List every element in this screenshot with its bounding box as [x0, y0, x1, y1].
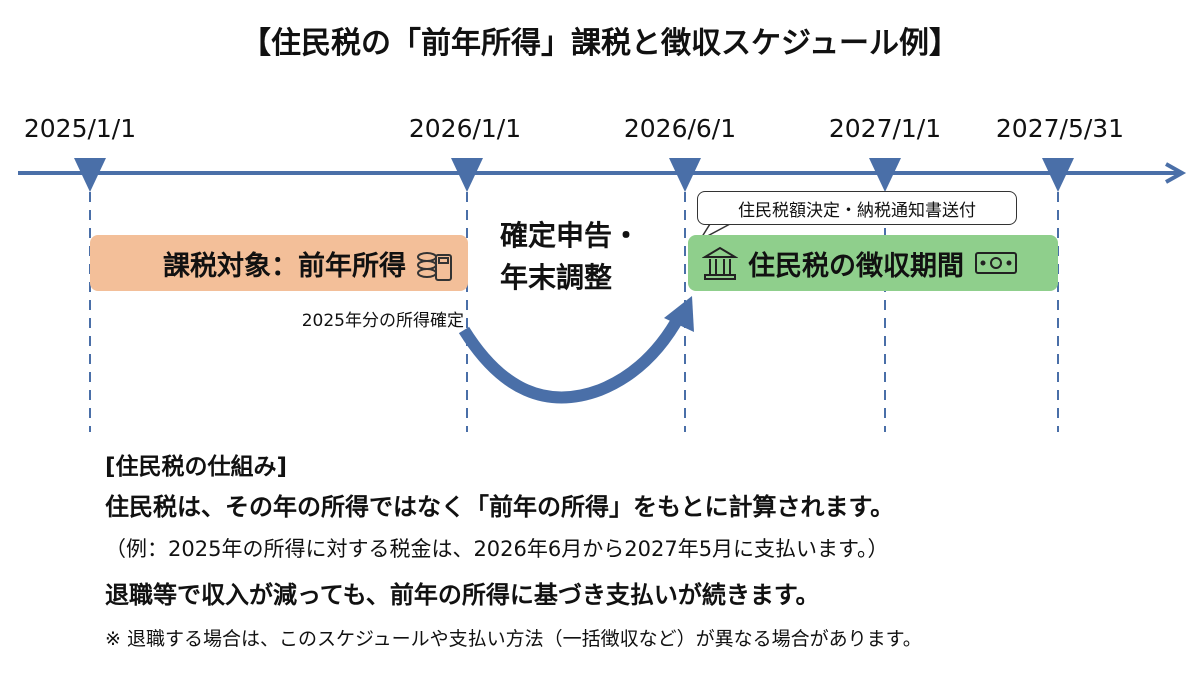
date-markers: [74, 158, 1074, 192]
taxable-income-label: 課税対象：前年所得: [163, 250, 406, 282]
diagram-title: 【住民税の「前年所得」課税と徴収スケジュール例】: [241, 26, 959, 61]
tax-filing-line2: 年末調整: [500, 261, 613, 294]
date-label: 2027/5/31: [995, 114, 1125, 143]
explanation-example: （例：2025年の所得に対する税金は、2026年6月から2027年5月に支払いま…: [105, 537, 889, 561]
tax-filing-line1: 確定申告・: [500, 219, 641, 252]
explanation-line: 住民税は、その年の所得ではなく「前年の所得」をもとに計算されます。: [105, 493, 895, 521]
bank-icon: [702, 246, 738, 280]
flow-arrow: [458, 312, 686, 404]
marker-triangle: [1042, 158, 1074, 192]
income-fixed-note: 2025年分の所得確定: [301, 311, 464, 331]
axis-arrow-icon: [1165, 162, 1187, 184]
banknote-icon: [975, 252, 1017, 274]
coins-calculator-icon: [417, 252, 452, 281]
tax-filing-label: 確定申告・ 年末調整: [500, 215, 640, 299]
notice-callout: 住民税額決定・納税通知書送付: [697, 191, 1017, 225]
date-label: 2027/1/1: [828, 114, 942, 143]
explanation-heading: [住民税の仕組み]: [105, 454, 288, 480]
flow-arrowhead-icon: [664, 296, 694, 332]
collection-period-label: 住民税の徴収期間: [748, 250, 964, 282]
taxable-income-box: 課税対象：前年所得: [90, 235, 468, 291]
explanation-note: ※ 退職する場合は、このスケジュールや支払い方法（一括徴収など）が異なる場合があ…: [105, 628, 922, 650]
explanation-line: 退職等で収入が減っても、前年の所得に基づき支払いが続きます。: [105, 581, 820, 609]
marker-triangle: [869, 158, 901, 192]
marker-triangle: [451, 158, 483, 192]
collection-period-box: 住民税の徴収期間: [688, 235, 1058, 291]
date-label: 2026/1/1: [408, 114, 522, 143]
date-label: 2025/1/1: [23, 114, 137, 143]
marker-triangle: [74, 158, 106, 192]
marker-triangle: [669, 158, 701, 192]
date-guides: [89, 192, 1059, 432]
date-label: 2026/6/1: [623, 114, 737, 143]
